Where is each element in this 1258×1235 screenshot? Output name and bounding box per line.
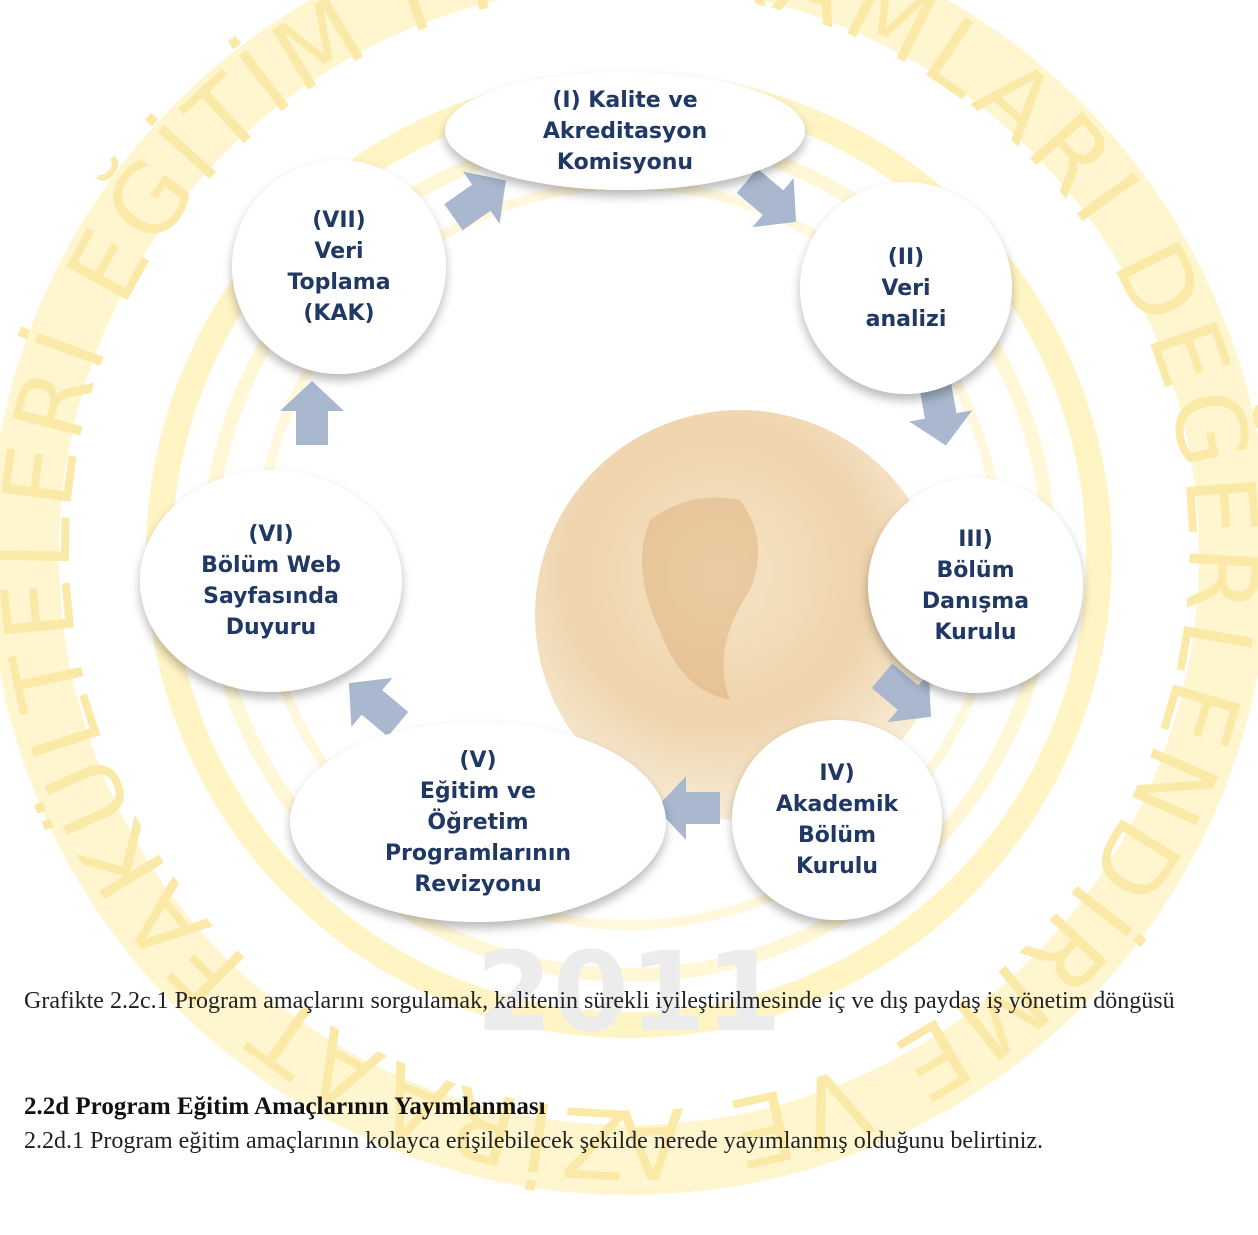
node-label: (I) Kalite ve Akreditasyon Komisyonu [542,87,708,175]
cycle-node-veri-toplama: (VII) Veri Toplama (KAK) [232,160,446,374]
cycle-node-veri-analizi: (II) Veri analizi [800,182,1012,394]
cycle-node-program-revizyonu: (V) Eğitim ve Öğretim Programlarının Rev… [290,722,666,922]
node-label: (V) Eğitim ve Öğretim Programlarının Rev… [384,747,572,897]
cycle-node-kalite-komisyonu: (I) Kalite ve Akreditasyon Komisyonu [445,72,805,190]
cycle-arrow-6 [348,677,409,737]
node-label: (VII) Veri Toplama (KAK) [287,208,391,326]
cycle-node-akademik-kurulu: IV) Akademik Bölüm Kurulu [732,720,942,920]
cycle-arrow-3 [909,379,973,446]
seal-year: 2011 [476,928,782,1056]
seal-outer-ring [0,0,1258,1195]
node-label: (II) Veri analizi [865,244,947,332]
cycle-arrow-1 [444,171,506,231]
cycle-arrow-5 [656,776,720,840]
seal-globe [535,410,945,820]
node-label: III) Bölüm Danışma Kurulu [921,526,1030,645]
cycle-node-web-duyuru: (VI) Bölüm Web Sayfasında Duyuru [140,470,402,692]
cycle-node-danisma-kurulu: III) Bölüm Danışma Kurulu [868,478,1083,693]
cycle-arrow-7 [280,381,344,445]
section-body: 2.2d.1 Program eğitim amaçlarının kolayc… [24,1128,1044,1154]
cycle-arrow-2 [736,168,797,228]
figure-caption: Grafikte 2.2c.1 Program amaçlarını sorgu… [24,988,1175,1014]
section-heading: 2.2d Program Eğitim Amaçlarının Yayımlan… [24,1093,546,1120]
node-label: IV) Akademik Bölüm Kurulu [775,761,899,879]
node-label: (VI) Bölüm Web Sayfasında Duyuru [201,522,341,640]
cycle-arrow-4 [871,663,932,723]
